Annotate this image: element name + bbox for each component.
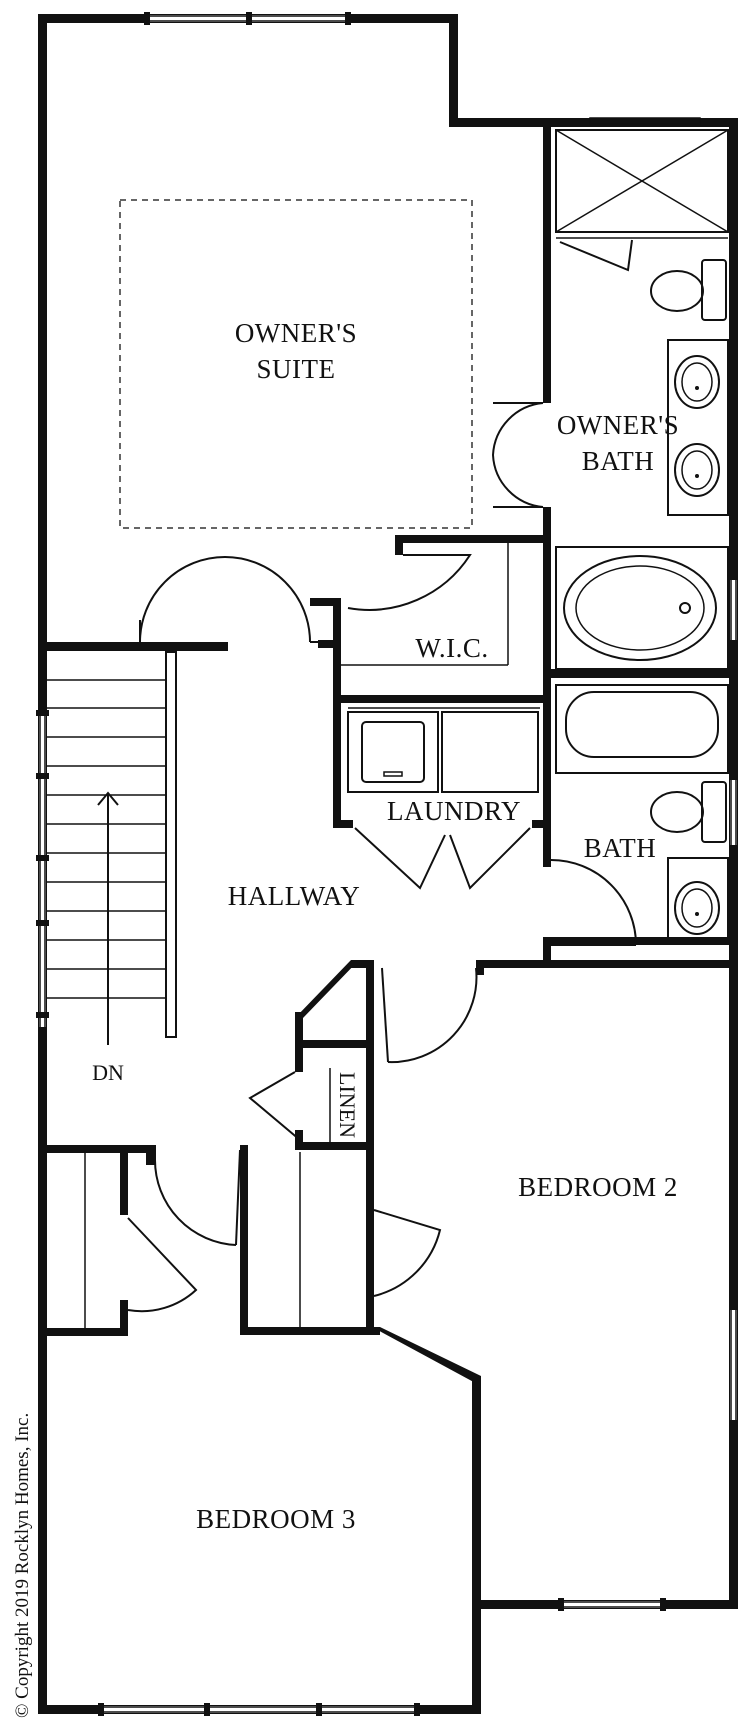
- stairs-direction-label: DN: [92, 1060, 124, 1085]
- bath-fixtures: [550, 684, 729, 946]
- exterior-walls: [38, 14, 738, 1714]
- wic-label: W.I.C.: [415, 633, 488, 663]
- wic-fixtures: [341, 543, 509, 666]
- laundry-fixtures: [347, 707, 540, 890]
- owners-bath-label-line1: OWNER'S: [557, 410, 679, 440]
- suite-entry-door: [139, 556, 333, 643]
- linen-closet: [248, 1068, 331, 1142]
- tray-ceiling-outline: [119, 199, 473, 529]
- laundry-label: LAUNDRY: [387, 796, 521, 826]
- hallway-label: HALLWAY: [228, 881, 361, 911]
- linen-label: LINEN: [335, 1072, 360, 1138]
- interior-walls: [38, 118, 738, 1406]
- bedroom-3-label: BEDROOM 3: [196, 1504, 356, 1534]
- bath-label: BATH: [584, 833, 657, 863]
- owners-bath-label-line2: BATH: [582, 446, 655, 476]
- owners-bath-fixtures: [492, 117, 729, 670]
- bedroom-2-label: BEDROOM 2: [518, 1172, 678, 1202]
- windows: [36, 12, 737, 1716]
- owners-suite-label-line2: SUITE: [257, 354, 336, 384]
- bedroom2-door: [381, 960, 484, 1064]
- bedroom3-door: [146, 1145, 241, 1246]
- bedroom2-closet: [299, 1152, 442, 1327]
- staircase: [47, 651, 177, 1045]
- owners-suite-label-line1: OWNER'S: [235, 318, 357, 348]
- bedroom3-closet: [84, 1153, 198, 1328]
- room-labels: OWNER'S SUITE OWNER'S BATH W.I.C. LAUNDR…: [92, 318, 679, 1534]
- copyright-notice: © Copyright 2019 Rocklyn Homes, Inc.: [12, 1413, 33, 1718]
